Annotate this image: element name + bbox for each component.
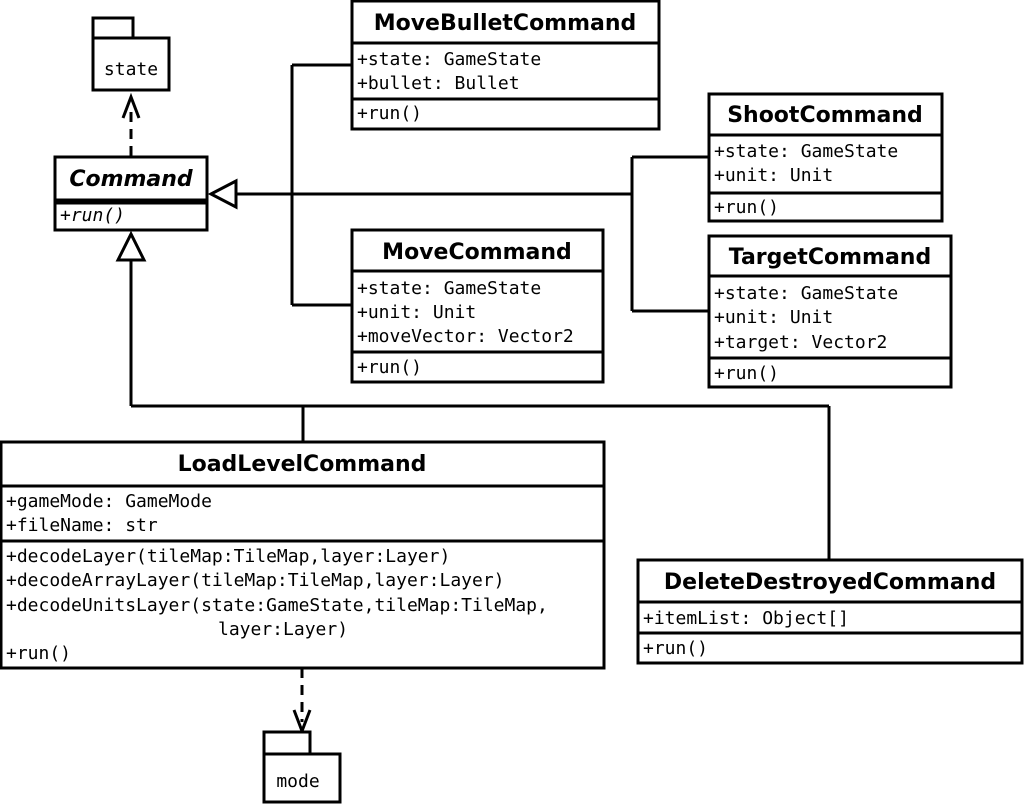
class-attribute: +fileName: str xyxy=(6,515,158,536)
connectors xyxy=(115,63,831,736)
class-name: ShootCommand xyxy=(727,103,923,128)
class-box xyxy=(350,228,605,384)
class-attribute: +gameMode: GameMode xyxy=(6,491,212,512)
class-attribute: +state: GameState xyxy=(357,278,541,299)
class-attribute: +unit: Unit xyxy=(714,165,833,186)
package-state: state xyxy=(91,16,171,92)
class-targetcommand: TargetCommand +state: GameState +unit: U… xyxy=(707,234,953,389)
class-method: +run() xyxy=(714,363,779,384)
package-body xyxy=(262,752,342,804)
package-label: state xyxy=(104,59,158,80)
class-box xyxy=(350,0,661,131)
class-attribute: +unit: Unit xyxy=(357,302,476,323)
class-attribute: +target: Vector2 xyxy=(714,332,887,353)
class-name: LoadLevelCommand xyxy=(178,452,427,477)
class-box xyxy=(0,440,606,670)
class-method-continuation: layer:Layer) xyxy=(218,619,348,640)
class-attribute: +moveVector: Vector2 xyxy=(357,326,574,347)
class-method: +run() xyxy=(714,197,779,218)
class-command: Command +run() xyxy=(53,155,209,232)
dependency-arrowhead-state xyxy=(121,92,141,119)
class-name: TargetCommand xyxy=(729,245,931,270)
class-method: +decodeLayer(tileMap:TileMap,layer:Layer… xyxy=(6,546,450,567)
class-box xyxy=(707,92,944,223)
class-box xyxy=(707,234,953,389)
class-method: +run() xyxy=(643,638,708,659)
class-method: +run() xyxy=(357,103,422,124)
class-deletedestroyedcommand: DeleteDestroyedCommand +itemList: Object… xyxy=(636,558,1024,665)
class-attribute: +state: GameState xyxy=(714,283,898,304)
package-mode: mode xyxy=(262,730,342,804)
class-loadlevelcommand: LoadLevelCommand +gameMode: GameMode +fi… xyxy=(0,440,606,670)
class-method: +run() xyxy=(357,357,422,378)
package-tab xyxy=(91,16,135,40)
class-attribute: +unit: Unit xyxy=(714,307,833,328)
class-movecommand: MoveCommand +state: GameState +unit: Uni… xyxy=(350,228,605,384)
class-movebulletcommand: MoveBulletCommand +state: GameState +bul… xyxy=(350,0,661,131)
class-name: MoveBulletCommand xyxy=(374,11,637,36)
package-body xyxy=(91,36,171,92)
class-attribute: +itemList: Object[] xyxy=(643,608,849,629)
class-box xyxy=(53,155,209,232)
inheritance-arrowhead-bottom xyxy=(115,230,147,262)
class-box xyxy=(636,558,1024,665)
class-name: Command xyxy=(69,167,193,192)
class-method: +run() xyxy=(6,643,71,664)
class-method: +decodeArrayLayer(tileMap:TileMap,layer:… xyxy=(6,570,505,591)
class-shootcommand: ShootCommand +state: GameState +unit: Un… xyxy=(707,92,944,223)
class-name: DeleteDestroyedCommand xyxy=(664,570,996,595)
class-method: +decodeUnitsLayer(state:GameState,tileMa… xyxy=(6,595,548,616)
package-tab xyxy=(262,730,312,756)
package-label: mode xyxy=(276,771,319,792)
class-attribute: +state: GameState xyxy=(714,141,898,162)
class-method: +run() xyxy=(60,205,125,226)
class-name: MoveCommand xyxy=(382,240,572,265)
inheritance-arrowhead-right xyxy=(207,178,238,210)
class-attribute: +bullet: Bullet xyxy=(357,73,520,94)
class-attribute: +state: GameState xyxy=(357,49,541,70)
